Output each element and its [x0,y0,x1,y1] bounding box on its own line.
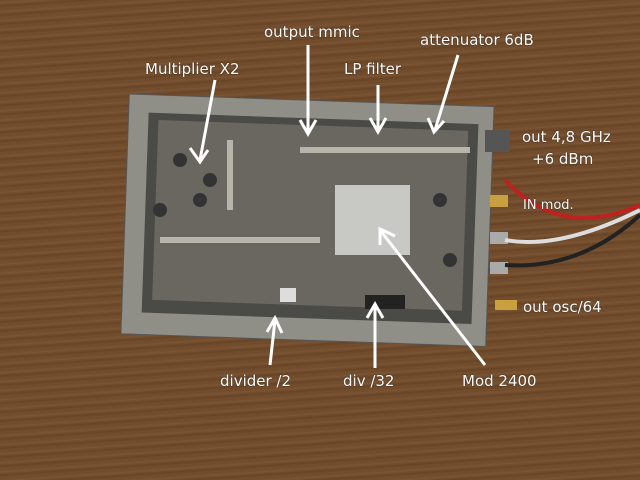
label-lp-filter: LP filter [344,60,402,78]
circuit-board [152,119,470,311]
label-div32: div /32 [343,372,395,390]
label-output-mmic: output mmic [264,23,360,41]
label-attenuator: attenuator 6dB [420,31,534,49]
label-multiplier: Multiplier X2 [145,60,240,78]
connectors [485,130,517,310]
divider-chip [280,288,296,302]
label-mod: Mod 2400 [462,372,537,390]
label-out-power: +6 dBm [532,150,594,168]
mod-chip [335,185,410,255]
label-out-osc: out osc/64 [523,298,602,316]
div32-chip [365,295,405,309]
annotation-arrows [188,45,487,368]
label-divider2: divider /2 [220,372,292,390]
cables [503,178,640,268]
label-in-mod: IN mod. [523,198,574,213]
label-out-freq: out 4,8 GHz [522,128,611,146]
